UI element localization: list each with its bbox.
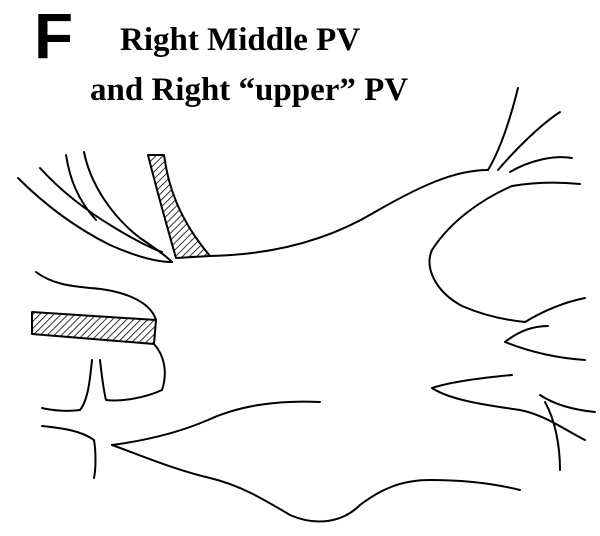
diagram-title-line-2: and Right “upper” PV: [90, 72, 408, 108]
upper-right-branch-1: [488, 88, 518, 170]
lower-left-branch-inner: [42, 426, 96, 478]
upper-right-branch-3: [510, 157, 572, 172]
upper-left-stem-a: [66, 155, 96, 220]
lower-left-branch-outer: [42, 360, 92, 411]
upper-right-lower-edge: [430, 186, 525, 322]
right-branch-mid-c: [505, 326, 548, 342]
body-mid-curve: [112, 402, 320, 445]
right-branch-mid-b: [505, 342, 585, 360]
right-lower-branch-b: [545, 402, 560, 470]
right-lower-edge: [432, 375, 585, 440]
upper-right-branch-2: [498, 112, 560, 170]
right-branch-mid-a: [525, 298, 585, 322]
upper-right-branch-4: [512, 183, 580, 186]
lower-shaded-band: [32, 312, 156, 344]
lower-left-short-branch: [100, 344, 165, 401]
diagram-title-line-1: Right Middle PV: [120, 22, 360, 58]
panel-letter: F: [34, 4, 73, 68]
upper-trunk-top: [210, 170, 488, 256]
upper-shaded-band: [148, 155, 210, 258]
body-bottom-outline: [112, 445, 520, 522]
